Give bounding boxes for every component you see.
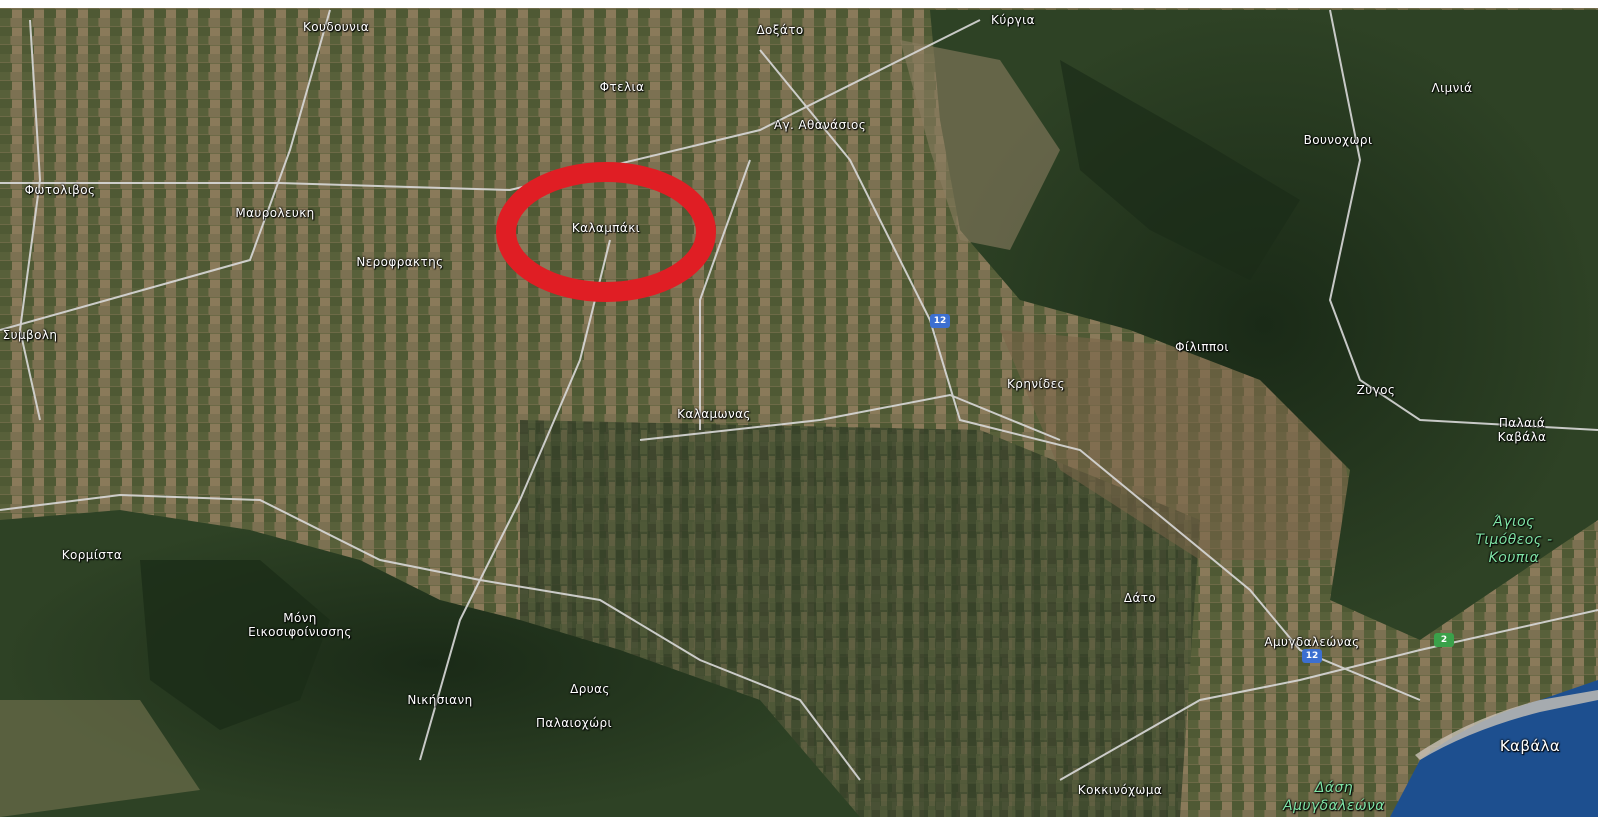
place-vounoxori[interactable]: Βουνοχωρι (1303, 133, 1373, 147)
place-symvoli[interactable]: Συμβολη (2, 328, 58, 342)
road-east (1328, 9, 1598, 431)
road-nw (0, 9, 331, 331)
place-krinides[interactable]: Κρηνίδες (1007, 377, 1065, 391)
bare-hills (900, 40, 1060, 250)
road-shield-2: 2 (1434, 633, 1454, 647)
place-kormista[interactable]: Κορμίστα (61, 548, 123, 562)
highlight-ring (496, 162, 716, 302)
place-dato[interactable]: Δάτο (1123, 591, 1157, 605)
place-fotolivos[interactable]: Φωτολιβος (24, 183, 96, 197)
place-filippoi[interactable]: Φίλιπποι (1175, 340, 1229, 354)
mountain-ridge-sw (140, 560, 330, 730)
road-southwest (0, 493, 861, 781)
road-coast (1059, 609, 1598, 781)
place-palaia-kavala[interactable]: Παλαιά Καβάλα (1497, 416, 1547, 444)
place-doxato[interactable]: Δοξάτο (756, 23, 804, 37)
road-shield-12-north: 12 (930, 314, 950, 328)
road-south-kalampaki (419, 239, 611, 761)
place-dryas[interactable]: Δρυας (570, 682, 610, 696)
place-kokkinoxoma[interactable]: Κοκκινόχωμα (1077, 783, 1163, 797)
road-12 (759, 49, 1421, 701)
place-mavroleuki[interactable]: Μαυρολευκη (235, 206, 315, 220)
place-ag-athanasios[interactable]: Αγ. Αθανάσιος (773, 118, 867, 132)
road-shield-12-south: 12 (1302, 649, 1322, 663)
place-dasi[interactable]: Δάση Αμυγδαλεώνα (1283, 780, 1385, 814)
place-moni[interactable]: Μόνη Εικοσιφοίνισσης (248, 611, 352, 639)
road-north (0, 19, 981, 192)
place-kalamonas[interactable]: Καλαμωνας (677, 407, 751, 421)
road-west (18, 19, 42, 421)
top-strip (0, 0, 1598, 8)
place-kavala[interactable]: Καβάλα (1499, 737, 1561, 755)
place-nikisiani[interactable]: Νικήσιανη (407, 693, 473, 707)
place-nerofraktis[interactable]: Νεροφρακτης (356, 255, 444, 269)
sea (1390, 680, 1598, 817)
kavala-town (1415, 690, 1598, 760)
place-agios-timotheos[interactable]: Άγιος Τιμόθεος - Κουπια (1475, 514, 1553, 566)
place-koudounia[interactable]: Κουδουνια (302, 20, 370, 34)
place-zygos[interactable]: Ζυγος (1356, 383, 1396, 397)
road-network (0, 9, 1598, 781)
place-ftelia[interactable]: Φτελια (599, 80, 645, 94)
road-kalamonas (639, 393, 1061, 441)
place-kyrgia[interactable]: Κύργια (991, 13, 1035, 27)
road-central (699, 159, 751, 430)
lowland-sw (0, 700, 200, 817)
mountain-ridge (1060, 60, 1300, 280)
place-limnia[interactable]: Λιμνιά (1431, 81, 1473, 95)
place-amygdaleonas[interactable]: Αμυγδαλεώνας (1264, 635, 1360, 649)
place-palaioxori[interactable]: Παλαιοχώρι (535, 716, 613, 730)
place-kalampaki[interactable]: Καλαμπάκι (571, 221, 641, 235)
